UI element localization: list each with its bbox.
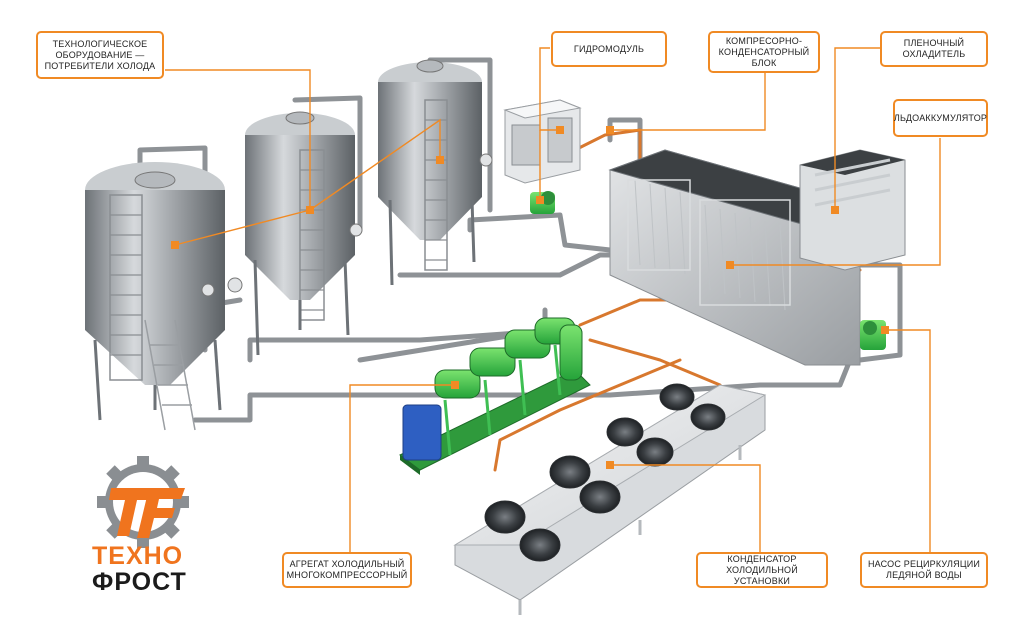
label-pump: НАСОС РЕЦИРКУЛЯЦИИ ЛЕДЯНОЙ ВОДЫ bbox=[860, 552, 988, 588]
label-hydromodule: ГИДРОМОДУЛЬ bbox=[551, 31, 667, 67]
label-film-cooler: ПЛЕНОЧНЫЙ ОХЛАДИТЕЛЬ bbox=[880, 31, 988, 67]
tank-3 bbox=[378, 59, 493, 286]
film-cooler-unit bbox=[799, 149, 906, 271]
leader-markers bbox=[171, 126, 889, 469]
label-condenser: КОНДЕНСАТОР ХОЛОДИЛЬНОЙ УСТАНОВКИ bbox=[696, 552, 828, 588]
label-ice-accumulator: ЛЬДОАККУМУЛЯТОР bbox=[893, 99, 988, 137]
logo-line-1: ТЕХНО bbox=[92, 542, 184, 570]
label-ice-accumulator-text: ЛЬДОАККУМУЛЯТОР bbox=[893, 112, 988, 123]
label-film-cooler-text: ПЛЕНОЧНЫЙ ОХЛАДИТЕЛЬ bbox=[902, 38, 966, 59]
label-compressor-condenser-text: КОМПРЕСОРНО- КОНДЕНСАТОРНЫЙ БЛОК bbox=[718, 35, 810, 68]
label-hydromodule-text: ГИДРОМОДУЛЬ bbox=[573, 43, 645, 54]
tank-2 bbox=[245, 111, 363, 356]
label-consumers: ТЕХНОЛОГИЧЕСКОЕ ОБОРУДОВАНИЕ — ПОТРЕБИТЕ… bbox=[36, 31, 164, 79]
label-pump-text: НАСОС РЕЦИРКУЛЯЦИИ ЛЕДЯНОЙ ВОДЫ bbox=[867, 559, 981, 580]
recirculation-pump bbox=[860, 320, 886, 350]
tank-1 bbox=[85, 162, 243, 431]
label-consumers-text: ТЕХНОЛОГИЧЕСКОЕ ОБОРУДОВАНИЕ — ПОТРЕБИТЕ… bbox=[44, 38, 156, 71]
leader-lines bbox=[165, 47, 941, 555]
label-refrigeration-unit: АГРЕГАТ ХОЛОДИЛЬНЫЙ МНОГОКОМПРЕССОРНЫЙ bbox=[282, 552, 412, 588]
logo-line-2: ФРОСТ bbox=[92, 568, 187, 596]
logo-gear-icon bbox=[97, 456, 189, 548]
logo: ТЕХНО ФРОСТ bbox=[92, 543, 212, 595]
hydromodule-unit bbox=[503, 99, 582, 214]
label-compressor-condenser: КОМПРЕСОРНО- КОНДЕНСАТОРНЫЙ БЛОК bbox=[708, 31, 820, 73]
label-refrigeration-unit-text: АГРЕГАТ ХОЛОДИЛЬНЫЙ МНОГОКОМПРЕССОРНЫЙ bbox=[286, 559, 408, 580]
label-condenser-text: КОНДЕНСАТОР ХОЛОДИЛЬНОЙ УСТАНОВКИ bbox=[726, 553, 798, 586]
ice-accumulator-tank bbox=[608, 149, 862, 366]
